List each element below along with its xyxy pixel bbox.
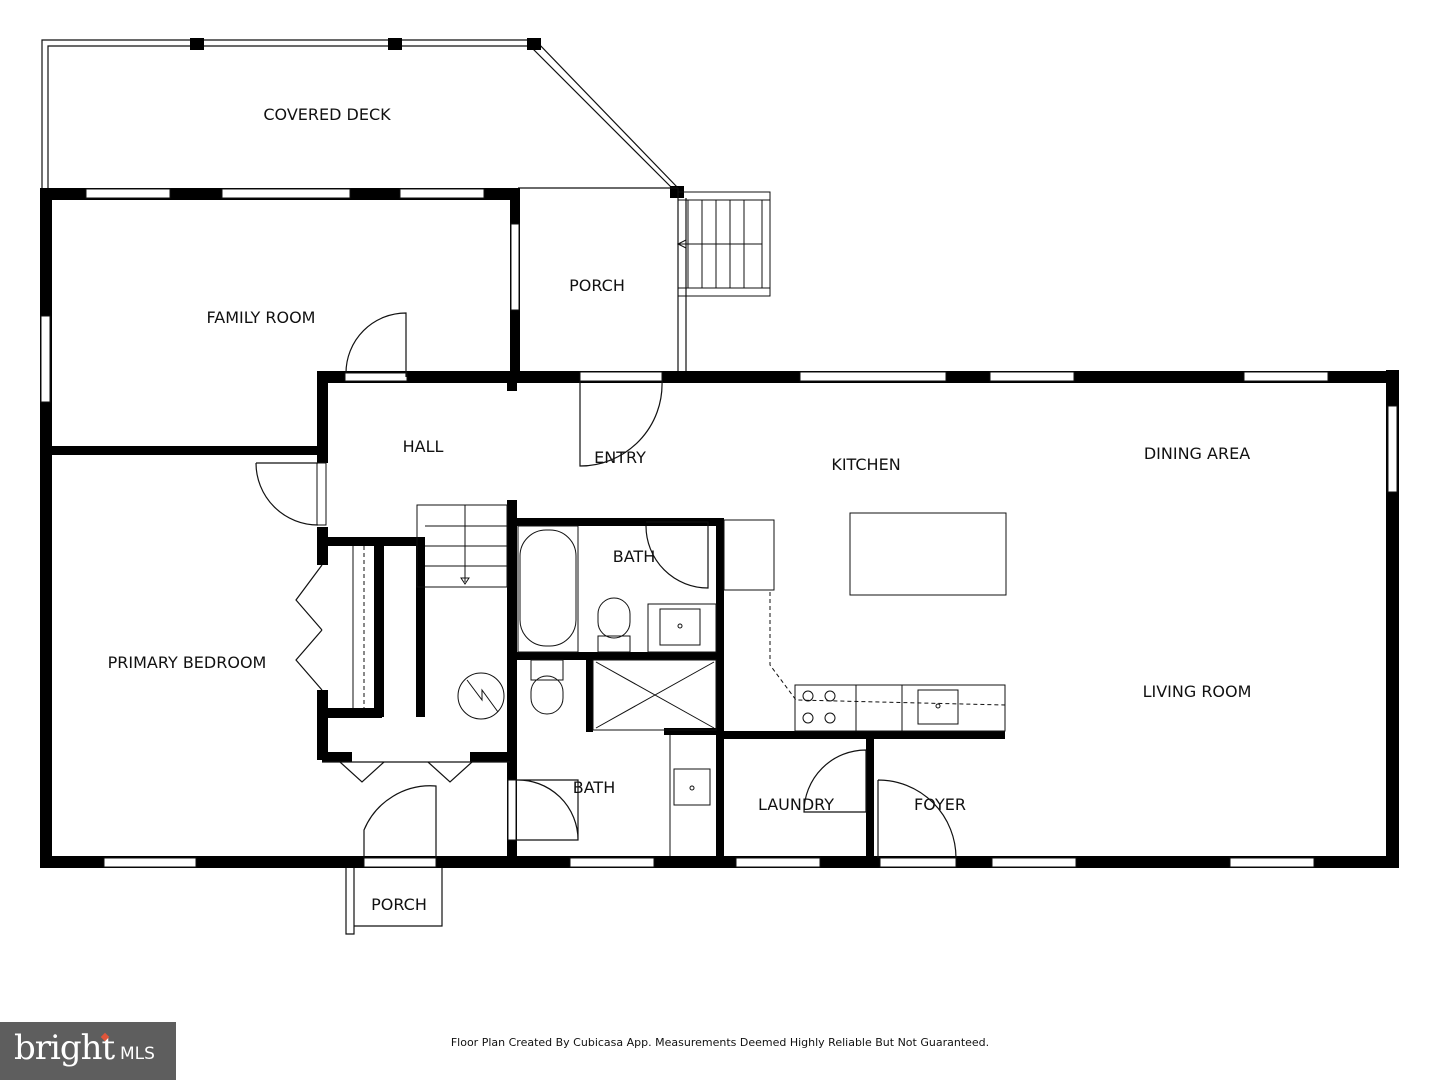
porch-stairs <box>676 191 771 297</box>
label-porch-top: PORCH <box>569 276 625 295</box>
label-living-room: LIVING ROOM <box>1143 682 1252 701</box>
label-foyer: FOYER <box>914 795 966 814</box>
disclaimer-text: Floor Plan Created By Cubicasa App. Meas… <box>0 1036 1440 1049</box>
kitchen-fixtures <box>723 512 1007 732</box>
label-primary-bedroom: PRIMARY BEDROOM <box>108 653 267 672</box>
label-kitchen: KITCHEN <box>831 455 900 474</box>
disclaimer-label: Floor Plan Created By Cubicasa App. Meas… <box>450 1036 990 1049</box>
covered-deck-railing <box>41 39 679 189</box>
windows <box>40 188 1398 868</box>
label-hall: HALL <box>403 437 444 456</box>
label-porch-bottom: PORCH <box>371 895 427 914</box>
bath-fixtures <box>517 525 717 856</box>
label-laundry: LAUNDRY <box>758 795 834 814</box>
walls <box>40 188 1399 868</box>
label-bath-lower: BATH <box>573 778 615 797</box>
label-entry: ENTRY <box>594 448 646 467</box>
water-heater-icon <box>457 672 505 720</box>
deck-posts <box>190 38 684 198</box>
label-family-room: FAMILY ROOM <box>207 308 316 327</box>
label-dining-area: DINING AREA <box>1144 444 1250 463</box>
doors <box>255 312 957 859</box>
bright-mls-logo: bright MLS <box>0 1022 176 1080</box>
logo-brand: bright <box>14 1028 115 1068</box>
kitchen-island <box>849 512 1007 596</box>
hall-stairs <box>352 504 508 708</box>
porch-bottom-outline <box>345 868 443 935</box>
logo-suffix: MLS <box>120 1044 155 1064</box>
label-covered-deck: COVERED DECK <box>263 105 391 124</box>
label-bath-upper: BATH <box>613 547 655 566</box>
